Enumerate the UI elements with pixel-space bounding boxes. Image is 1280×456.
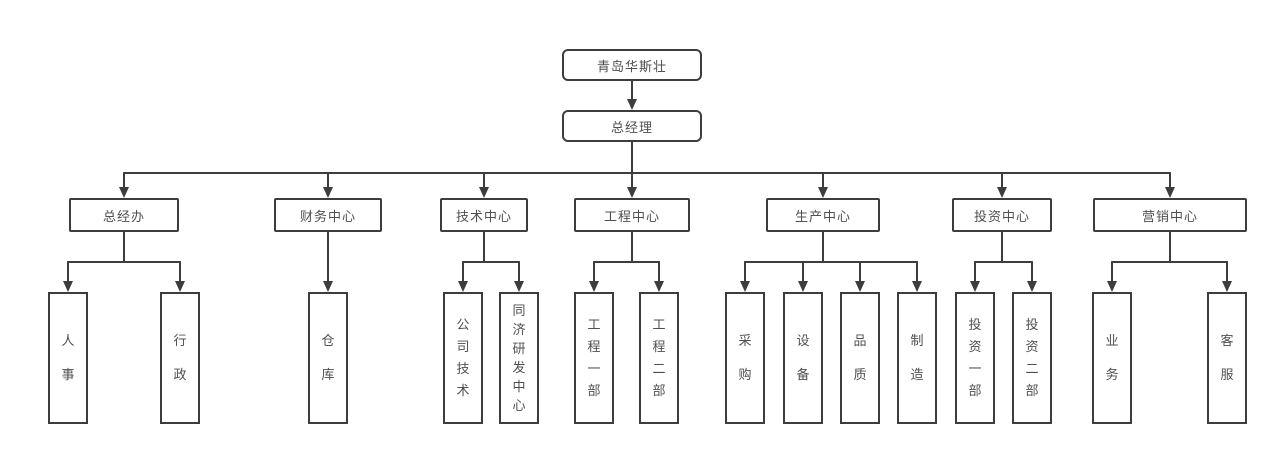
org-node-unit: 采购 <box>725 292 765 424</box>
org-node-unit-char: 资 <box>968 339 982 354</box>
org-node-department: 工程中心 <box>574 198 690 232</box>
org-node-unit: 工程二部 <box>639 292 679 424</box>
org-node-unit-char: 一 <box>968 361 982 376</box>
org-node-unit-char: 研 <box>512 341 526 356</box>
org-node-unit: 业务 <box>1092 292 1132 424</box>
org-node-unit: 客服 <box>1207 292 1247 424</box>
org-node-unit-char: 工 <box>652 317 666 332</box>
org-node-root: 青岛华斯壮 <box>562 49 702 81</box>
org-node-unit-char: 司 <box>456 339 470 354</box>
org-node-unit-char: 二 <box>652 361 666 376</box>
org-node-unit-char: 部 <box>1025 383 1039 398</box>
org-node-unit: 公司技术 <box>443 292 483 424</box>
org-node-unit: 投资一部 <box>955 292 995 424</box>
org-node-unit: 工程一部 <box>574 292 614 424</box>
org-node-unit: 仓库 <box>308 292 348 424</box>
org-node-unit-char: 购 <box>738 367 752 382</box>
org-node-unit-char: 采 <box>738 333 752 348</box>
org-node-unit-char: 济 <box>512 322 526 337</box>
org-node-unit-char: 部 <box>968 383 982 398</box>
org-node-unit-char: 心 <box>512 398 526 413</box>
org-node-unit-char: 服 <box>1220 367 1234 382</box>
org-node-unit-char: 工 <box>587 317 601 332</box>
org-node-unit-char: 部 <box>652 383 666 398</box>
org-node-unit-char: 质 <box>853 367 867 382</box>
org-node-unit-char: 技 <box>456 361 470 376</box>
org-node-department: 营销中心 <box>1093 198 1247 232</box>
org-node-unit: 品质 <box>840 292 880 424</box>
org-node-unit-char: 中 <box>512 379 526 394</box>
org-node-unit-char: 造 <box>910 367 924 382</box>
org-node-unit-char: 公 <box>456 317 470 332</box>
org-node-unit-char: 投 <box>968 317 982 332</box>
org-node-unit-char: 资 <box>1025 339 1039 354</box>
org-node-unit-char: 一 <box>587 361 601 376</box>
org-node-unit: 同济研发中心 <box>499 292 539 424</box>
org-node-unit-char: 库 <box>321 367 335 382</box>
org-node-unit: 投资二部 <box>1012 292 1052 424</box>
org-node-unit-char: 行 <box>173 333 187 348</box>
org-node-unit-char: 制 <box>910 333 924 348</box>
org-node-unit-char: 客 <box>1220 333 1234 348</box>
org-node-unit-char: 政 <box>173 367 187 382</box>
org-node-unit-char: 备 <box>796 367 810 382</box>
org-node-department: 投资中心 <box>952 198 1052 232</box>
org-node-unit-char: 事 <box>61 367 75 382</box>
org-node-unit-char: 投 <box>1025 317 1039 332</box>
org-node-unit: 制造 <box>897 292 937 424</box>
org-node-unit-char: 务 <box>1105 367 1119 382</box>
org-node-unit: 行政 <box>160 292 200 424</box>
org-node-unit-char: 品 <box>853 333 867 348</box>
org-node-unit-char: 部 <box>587 383 601 398</box>
org-node-department: 财务中心 <box>274 198 382 232</box>
org-node-unit: 设备 <box>783 292 823 424</box>
org-node-unit-char: 业 <box>1105 333 1119 348</box>
org-node-department: 生产中心 <box>766 198 880 232</box>
org-node-unit-char: 二 <box>1025 361 1039 376</box>
org-node-unit-char: 程 <box>587 339 601 354</box>
org-node-unit-char: 人 <box>61 333 75 348</box>
org-node-general-manager: 总经理 <box>562 110 702 142</box>
org-node-unit: 人事 <box>48 292 88 424</box>
org-node-department: 总经办 <box>69 198 179 232</box>
org-node-unit-char: 发 <box>512 360 526 375</box>
org-node-unit-char: 设 <box>796 333 810 348</box>
org-node-unit-char: 同 <box>512 303 526 318</box>
org-node-unit-char: 术 <box>456 383 470 398</box>
org-node-unit-char: 程 <box>652 339 666 354</box>
org-node-unit-char: 仓 <box>321 333 335 348</box>
org-node-department: 技术中心 <box>440 198 528 232</box>
